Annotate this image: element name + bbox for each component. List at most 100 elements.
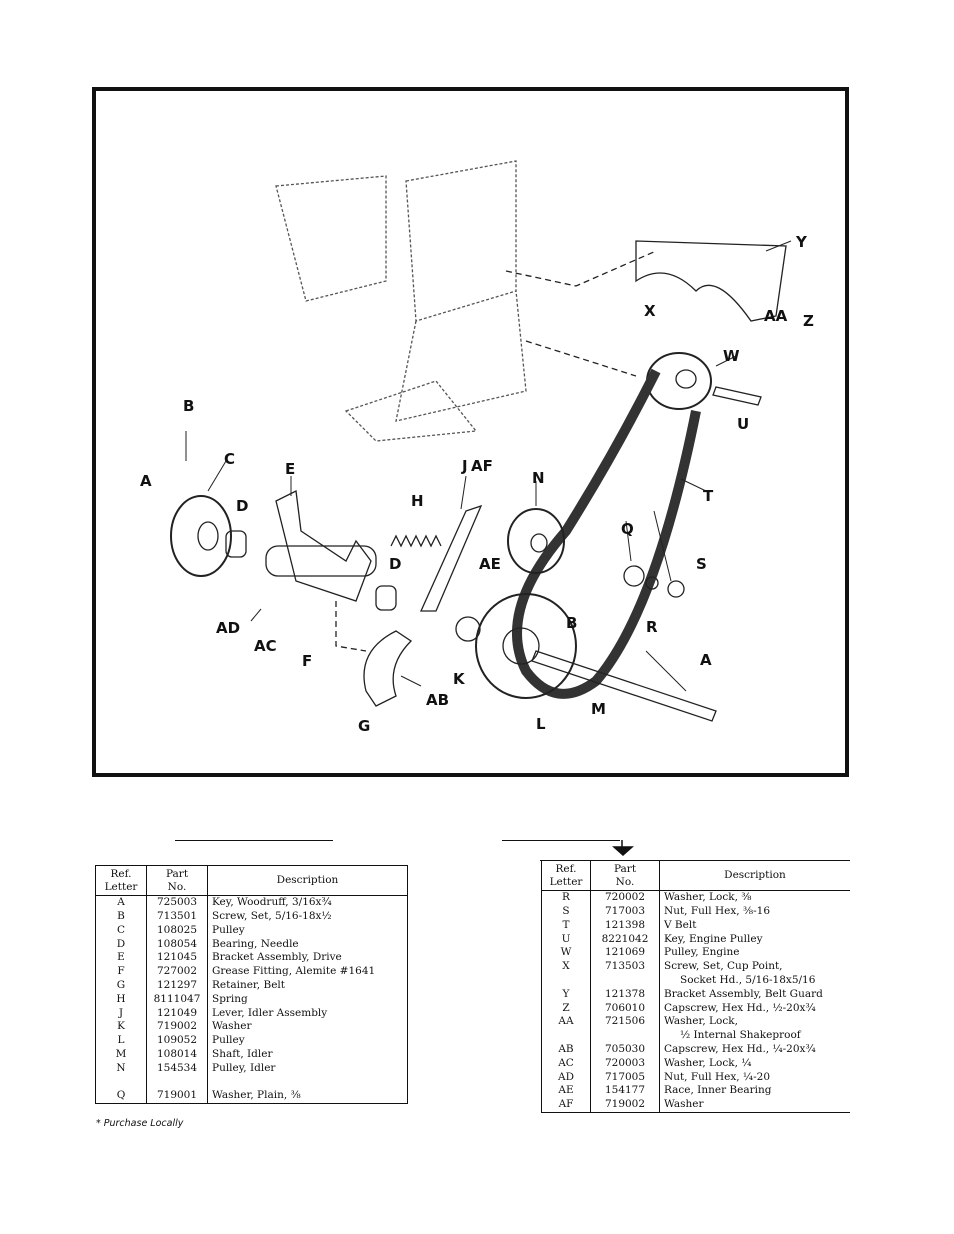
label-m: M <box>591 700 606 718</box>
washer-q <box>623 565 645 587</box>
ref-letter-cell: R <box>541 890 591 905</box>
ref-letter-cell: T <box>541 918 591 933</box>
ref-letter-cell: Q <box>95 1089 147 1104</box>
description-cell: Lever, Idler Assembly <box>212 1006 328 1019</box>
part-no-cell: 8111047 <box>146 992 208 1007</box>
exploded-view-diagram: B C A D E H J AF N AE D AD AC F K AB G L… <box>140 160 814 735</box>
ref-letter-cell: Z <box>541 1001 591 1016</box>
ref-letter-cell: H <box>95 992 147 1007</box>
part-no-cell: 720002 <box>590 890 660 905</box>
part-no-cell: 108014 <box>146 1047 208 1062</box>
description-cell: Bearing, Needle <box>212 937 299 950</box>
description-cell: Key, Woodruff, 3/16x¾ <box>212 896 332 909</box>
description-cell: Shaft, Idler <box>212 1047 273 1060</box>
ref-letter-cell: AF <box>541 1098 591 1113</box>
drive-bracket-e <box>275 490 372 602</box>
label-q: Q <box>621 520 634 538</box>
description-cell: Pulley <box>212 1034 245 1047</box>
belt-guard-y <box>635 240 787 322</box>
ref-letter-cell: K <box>95 1020 147 1035</box>
label-e: E <box>285 460 295 478</box>
description-cell: Washer, Lock, <box>664 1015 738 1028</box>
description-cell: Capscrew, Hex Hd., ½-20x¾ <box>664 1001 816 1014</box>
description-cell: Grease Fitting, Alemite #1641 <box>212 965 376 978</box>
label-g: G <box>358 717 370 735</box>
description-cell: Pulley, Idler <box>212 1061 276 1074</box>
label-b: B <box>183 397 194 415</box>
part-no-cell <box>590 973 660 988</box>
washer-k <box>455 616 481 642</box>
label-r: R <box>646 618 658 636</box>
left-rule <box>175 840 333 841</box>
description-cell: Socket Hd., 5/16-18x5/16 <box>680 973 816 986</box>
ref-letter-cell: AE <box>541 1084 591 1099</box>
label-n: N <box>532 469 545 487</box>
part-no-cell: 121398 <box>590 918 660 933</box>
ref-letter-cell: W <box>541 946 591 961</box>
spring-h <box>390 534 442 548</box>
description-cell: Screw, Set, Cup Point, <box>664 960 783 973</box>
label-a-2: A <box>700 651 712 669</box>
part-no-cell: 705030 <box>590 1042 660 1057</box>
part-no-cell: 8221042 <box>590 932 660 947</box>
ref-letter-cell: S <box>541 904 591 919</box>
bearing-d-1 <box>225 530 247 558</box>
part-no-cell: 717005 <box>590 1070 660 1085</box>
label-j: J <box>461 457 468 475</box>
ref-letter-cell <box>541 973 591 988</box>
idler-pulley-n <box>507 508 565 574</box>
description-cell: Nut, Full Hex, ⅜-16 <box>664 904 770 917</box>
part-no-cell: 717003 <box>590 904 660 919</box>
part-no-cell: 154177 <box>590 1084 660 1099</box>
ref-letter-cell: A <box>95 895 147 910</box>
idler-shaft-m <box>531 650 717 722</box>
pulley-l <box>475 593 577 699</box>
part-no-header: Part No. <box>146 865 208 897</box>
table-row: Socket Hd., 5/16-18x5/16 <box>541 973 851 988</box>
part-no-cell <box>146 1075 208 1090</box>
ref-letter-cell: J <box>95 1006 147 1021</box>
part-no-cell: 719002 <box>590 1098 660 1113</box>
ref-letter-cell: D <box>95 937 147 952</box>
part-no-cell: 727002 <box>146 965 208 979</box>
leader-lines <box>185 240 792 692</box>
table-row: ½ Internal Shakeproof <box>541 1029 851 1043</box>
description-cell: Screw, Set, 5/16-18x½ <box>212 909 332 922</box>
v-belt-t <box>512 368 701 699</box>
label-ae: AE <box>479 555 501 573</box>
alignment-lines <box>335 250 657 652</box>
description-cell: Washer <box>212 1020 252 1033</box>
label-x: X <box>644 302 656 320</box>
ref-letter-cell: AD <box>541 1070 591 1085</box>
right-table-top-rule <box>540 860 850 861</box>
part-no-cell: 721506 <box>590 1015 660 1030</box>
bracket-tube <box>265 545 377 577</box>
ref-letter-cell: B <box>95 909 147 924</box>
ref-letter-header: Ref. Letter <box>541 861 591 892</box>
ref-letter-cell: G <box>95 978 147 993</box>
description-cell: Washer, Lock, ⅜ <box>664 891 752 904</box>
arrow-down-icon <box>612 840 634 856</box>
description-cell: Retainer, Belt <box>212 978 285 991</box>
description-header: Description <box>659 861 850 892</box>
description-cell: ½ Internal Shakeproof <box>680 1029 801 1042</box>
ref-letter-cell: M <box>95 1047 147 1062</box>
footnote: * Purchase Locally <box>96 1118 184 1129</box>
ref-letter-cell: AB <box>541 1042 591 1057</box>
